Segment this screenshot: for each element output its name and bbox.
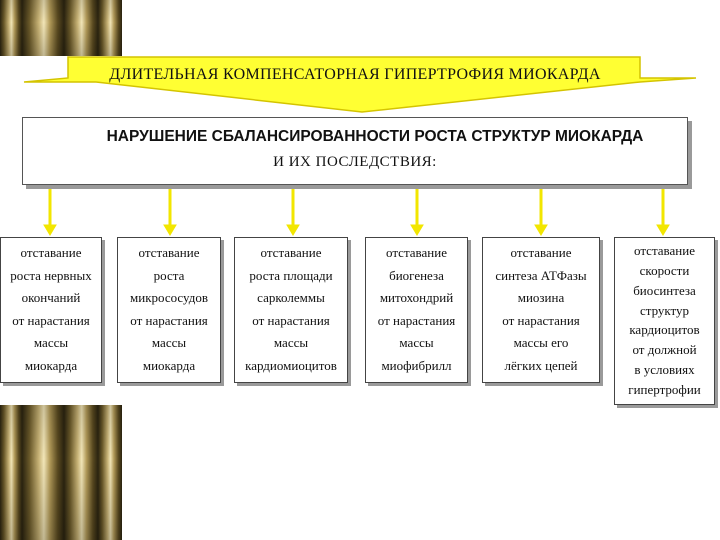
box-line: окончаний: [22, 291, 81, 306]
connector-arrow-head: [44, 225, 56, 235]
box-line: массы: [34, 336, 68, 351]
consequence-box-mitochondria: отставание биогенеза митохондрий от нара…: [365, 237, 468, 383]
box-line: биосинтеза: [633, 284, 696, 299]
consequence-box-nerve: отставание роста нервных окончаний от на…: [0, 237, 102, 383]
box-line: массы его: [514, 336, 569, 351]
box-line: лёгких цепей: [504, 359, 577, 374]
box-line: массы: [152, 336, 186, 351]
main-box: НАРУШЕНИЕ СБАЛАНСИРОВАННОСТИ РОСТА СТРУК…: [22, 117, 688, 185]
box-line: отставание: [634, 244, 695, 259]
banner-title: ДЛИТЕЛЬНАЯ КОМПЕНСАТОРНАЯ ГИПЕРТРОФИЯ МИ…: [90, 66, 620, 84]
decorative-columns-top: [0, 0, 122, 56]
box-line: отставание: [511, 246, 572, 261]
consequence-box-microvessels: отставание роста микрососудов от нараста…: [117, 237, 221, 383]
connector-arrow-head: [411, 225, 423, 235]
box-line: микрососудов: [130, 291, 208, 306]
box-line: кардиоцитов: [629, 323, 699, 338]
box-line: роста нервных: [10, 269, 92, 284]
box-line: биогенеза: [389, 269, 444, 284]
box-line: миокарда: [143, 359, 195, 374]
box-line: отставание: [139, 246, 200, 261]
connector-arrow-head: [535, 225, 547, 235]
box-line: митохондрий: [380, 291, 453, 306]
box-line: от нарастания: [502, 314, 580, 329]
connector-arrow-head: [657, 225, 669, 235]
box-line: миозина: [518, 291, 565, 306]
consequence-box-biosynthesis: отставание скорости биосинтеза структур …: [614, 237, 715, 405]
box-line: отставание: [386, 246, 447, 261]
box-line: массы: [399, 336, 433, 351]
consequence-box-sarcolemma: отставание роста площади сарколеммы от н…: [234, 237, 348, 383]
box-line: сарколеммы: [257, 291, 325, 306]
box-line: массы: [274, 336, 308, 351]
box-line: роста: [154, 269, 185, 284]
box-line: от должной: [632, 343, 696, 358]
box-line: отставание: [21, 246, 82, 261]
box-line: синтеза АТФазы: [495, 269, 586, 284]
box-line: от нарастания: [252, 314, 330, 329]
box-line: миокарда: [25, 359, 77, 374]
box-line: кардиомиоцитов: [245, 359, 337, 374]
decorative-columns-bottom: [0, 405, 122, 540]
box-line: скорости: [640, 264, 690, 279]
connector-arrow-head: [164, 225, 176, 235]
main-title-line1: НАРУШЕНИЕ СБАЛАНСИРОВАННОСТИ РОСТА СТРУК…: [23, 128, 687, 146]
box-line: структур: [640, 304, 689, 319]
box-line: гипертрофии: [628, 383, 701, 398]
box-line: от нарастания: [378, 314, 456, 329]
main-title-line2: И ИХ ПОСЛЕДСТВИЯ:: [23, 154, 687, 171]
connector-arrow-head: [287, 225, 299, 235]
box-line: в условиях: [634, 363, 694, 378]
consequence-box-atpase: отставание синтеза АТФазы миозина от нар…: [482, 237, 600, 383]
box-line: миофибрилл: [381, 359, 451, 374]
box-line: от нарастания: [130, 314, 208, 329]
box-line: от нарастания: [12, 314, 90, 329]
box-line: отставание: [261, 246, 322, 261]
box-line: роста площади: [249, 269, 332, 284]
